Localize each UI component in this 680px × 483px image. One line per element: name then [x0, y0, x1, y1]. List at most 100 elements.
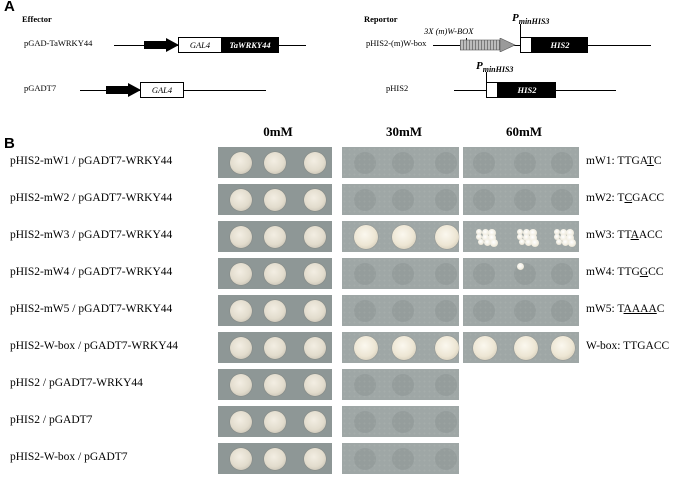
- empty-spot: [354, 447, 376, 470]
- plate-image: [218, 406, 332, 437]
- empty-spot: [354, 299, 376, 322]
- yeast-spot: [392, 224, 416, 249]
- yeast-spot: [264, 299, 286, 322]
- mutated-base: A: [630, 229, 639, 241]
- row-label: pHIS2-mW1 / pGADT7-WRKY44: [10, 155, 173, 167]
- yeast-spot: [514, 335, 538, 360]
- plate-image: [463, 295, 579, 326]
- row-label: pHIS2 / pGADT7: [10, 414, 93, 426]
- effector-construct2-name: pGADT7: [24, 83, 57, 93]
- yeast-spot: [230, 410, 252, 433]
- yeast-spot: [304, 447, 326, 470]
- yeast-spot: [264, 151, 286, 174]
- empty-spot: [392, 410, 414, 433]
- promoter-tick: [520, 24, 521, 40]
- plate-image: [342, 295, 459, 326]
- yeast-spot: [304, 373, 326, 396]
- promoter-label-2: PminHIS3: [476, 60, 514, 75]
- plate-image: [463, 221, 579, 252]
- yeast-spot: [473, 335, 497, 360]
- sequence-label: W-box: TTGACC: [586, 340, 670, 352]
- yeast-spot: [473, 226, 498, 248]
- yeast-spot: [435, 224, 459, 249]
- plate-image: [218, 443, 332, 474]
- yeast-spot: [230, 188, 252, 211]
- yeast-spot: [304, 188, 326, 211]
- yeast-spot: [230, 262, 252, 285]
- yeast-spot: [230, 447, 252, 470]
- colony-dot: [554, 233, 560, 240]
- mutated-base: AAAA: [623, 303, 657, 315]
- his2-box: HIS2: [532, 37, 588, 53]
- colony-dot: [529, 228, 537, 237]
- colony-dot: [488, 233, 496, 242]
- yeast-spot: [304, 225, 326, 248]
- colony-dot: [566, 228, 574, 237]
- promoter-arrow-icon: [106, 83, 141, 97]
- promoter-tick: [486, 72, 487, 84]
- concentration-label-0: 0mM: [263, 124, 293, 139]
- plate-image: [342, 332, 459, 363]
- empty-spot: [473, 151, 495, 174]
- yeast-spot: [264, 336, 286, 359]
- colony-dot: [523, 233, 530, 241]
- row-label: pHIS2-W-box / pGADT7-WRKY44: [10, 340, 179, 352]
- yeast-spot: [264, 447, 286, 470]
- colony-dot: [476, 228, 482, 235]
- empty-spot: [435, 447, 457, 470]
- plate-image: [463, 184, 579, 215]
- sequence-label: mW2: TCGACC: [586, 192, 665, 204]
- colony-dot: [490, 238, 498, 247]
- concentration-label-2: 60mM: [505, 124, 543, 139]
- plate-image: [463, 147, 579, 178]
- empty-spot: [392, 373, 414, 396]
- plate-image: [342, 443, 459, 474]
- plate-image: [342, 184, 459, 215]
- empty-spot: [514, 188, 536, 211]
- panel-a-letter: A: [4, 0, 15, 15]
- empty-spot: [551, 188, 573, 211]
- yeast-spot: [264, 225, 286, 248]
- empty-spot: [435, 410, 457, 433]
- yeast-spot: [304, 262, 326, 285]
- yeast-spot: [435, 335, 459, 360]
- empty-spot: [392, 262, 414, 285]
- colony-dot: [517, 228, 523, 235]
- sequence-label: mW4: TTGGCC: [586, 266, 664, 278]
- minhis3-promoter-box: [486, 82, 498, 98]
- plate-image: [463, 258, 579, 289]
- colony-dot: [568, 238, 576, 247]
- colony-dot: [484, 238, 491, 246]
- yeast-spot: [304, 151, 326, 174]
- yeast-spot: [264, 373, 286, 396]
- empty-spot: [551, 299, 573, 322]
- colony-dot: [562, 238, 569, 246]
- plate-image: [463, 332, 579, 363]
- plate-image: [218, 332, 332, 363]
- plate-image: [342, 406, 459, 437]
- empty-spot: [473, 188, 495, 211]
- empty-spot: [551, 262, 573, 285]
- colony-dot: [525, 238, 532, 246]
- empty-spot: [514, 299, 536, 322]
- empty-spot: [473, 262, 495, 285]
- plate-image: [218, 258, 332, 289]
- gal4-box: GAL4: [178, 37, 222, 53]
- panel-b-letter: B: [4, 135, 15, 152]
- colony-dot: [529, 233, 537, 242]
- colony-dot: [554, 228, 560, 235]
- plate-image: [218, 147, 332, 178]
- yeast-spot: [264, 410, 286, 433]
- effector-heading: Effector: [22, 14, 52, 24]
- empty-spot: [551, 151, 573, 174]
- colony-dot: [531, 238, 539, 247]
- plate-image: [218, 221, 332, 252]
- empty-spot: [435, 151, 457, 174]
- row-label: pHIS2-mW2 / pGADT7-WRKY44: [10, 192, 173, 204]
- mutated-base: G: [639, 266, 649, 278]
- empty-spot: [392, 151, 414, 174]
- effector-construct1-name: pGAD-TaWRKY44: [24, 38, 93, 48]
- empty-spot: [473, 299, 495, 322]
- colony-dot: [517, 263, 524, 270]
- empty-spot: [514, 151, 536, 174]
